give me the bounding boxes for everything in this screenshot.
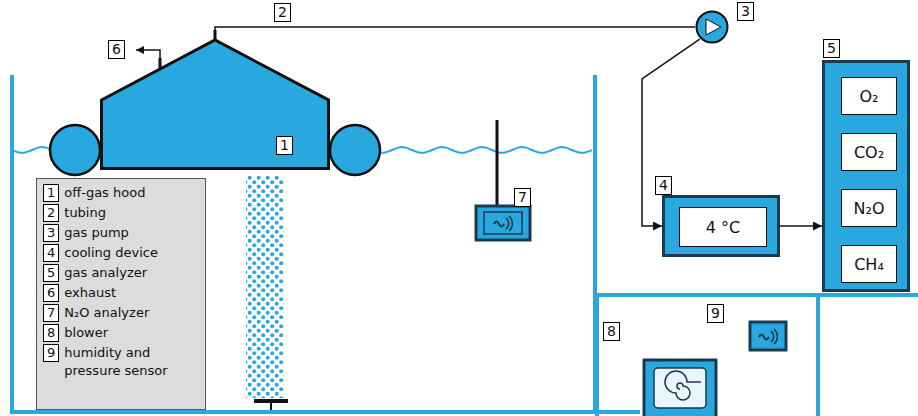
box-label: 4 °C	[706, 218, 740, 237]
gas-analyzer: 5O₂CO₂N₂OCH₄	[822, 60, 910, 292]
legend-text: N₂O analyzer	[64, 304, 149, 322]
legend-number: 5	[43, 264, 59, 282]
legend-number: 2	[43, 204, 59, 222]
legend-text: blower	[64, 324, 108, 342]
humidity-pressure-sensor	[750, 322, 786, 350]
diffuser	[270, 401, 272, 410]
legend-text: exhaust	[64, 284, 116, 302]
legend-box: 1 off-gas hood 2 tubing 3 gas pump 4 cooling de…	[36, 178, 206, 410]
n2o-analyzer-probe	[476, 206, 530, 240]
n2o-analyzer-probe	[496, 120, 499, 206]
tubing-connector	[215, 27, 695, 38]
callout-number: 9	[707, 304, 724, 323]
gas-channel-box: CO₂	[841, 133, 897, 171]
box-label: CO₂	[854, 143, 884, 162]
tank-wall	[816, 295, 820, 416]
pump-circle	[697, 12, 728, 43]
legend-number: 4	[43, 244, 59, 262]
air-bubbles	[246, 176, 284, 398]
legend-number: 8	[43, 324, 59, 342]
humidity-pressure-sensor	[750, 322, 786, 350]
cooling-device: 44 °C	[662, 195, 780, 257]
callout-number: 6	[108, 40, 125, 59]
callout-number: 4	[655, 176, 672, 195]
n2o-analyzer-probe	[494, 216, 512, 231]
legend-row: 4 cooling device	[43, 244, 199, 262]
legend-row: 3 gas pump	[43, 224, 199, 242]
box-label: N₂O	[854, 199, 885, 218]
float	[330, 125, 380, 175]
tank-wall	[597, 293, 918, 297]
legend-row: 2 tubing	[43, 204, 199, 222]
legend-number: 9	[43, 344, 59, 362]
legend-text: tubing	[64, 204, 106, 222]
legend-row: 5 gas analyzer	[43, 264, 199, 282]
humidity-pressure-sensor	[759, 329, 777, 344]
float	[50, 125, 100, 175]
legend-row: 7 N₂O analyzer	[43, 304, 199, 322]
n2o-analyzer-probe	[484, 212, 522, 234]
gas-channel-box: CH₄	[841, 245, 897, 283]
legend-text: gas pump	[64, 224, 129, 242]
blower	[665, 371, 701, 400]
gas-pump: 3	[695, 10, 729, 44]
tubing-connector	[780, 225, 822, 227]
legend-number: 1	[43, 184, 59, 202]
pump-symbol	[706, 19, 721, 35]
off-gas-hood: 1	[100, 38, 330, 170]
callout-number: 8	[603, 322, 620, 341]
legend-number: 6	[43, 284, 59, 302]
callout-number: 7	[514, 188, 531, 207]
blower	[644, 360, 716, 416]
hood-outline	[102, 40, 329, 169]
n2o-analyzer-probe	[476, 120, 530, 240]
legend-row: 6 exhaust	[43, 284, 199, 302]
callout-number: 2	[274, 3, 291, 22]
callout-number: 5	[823, 39, 840, 58]
gas-channel-box: N₂O	[841, 189, 897, 227]
legend-row: 8 blower	[43, 324, 199, 342]
legend-number: 7	[43, 304, 59, 322]
box-label: O₂	[859, 87, 878, 106]
exhaust-arrow	[136, 50, 160, 60]
box-label: CH₄	[854, 255, 884, 274]
tank-wall	[595, 295, 599, 416]
legend-text: gas analyzer	[64, 264, 147, 282]
diffuser	[254, 401, 288, 410]
legend-number: 3	[43, 224, 59, 242]
legend-text: cooling device	[64, 244, 158, 262]
legend-text: off-gas hood	[64, 184, 145, 202]
gas-channel-box: O₂	[841, 77, 897, 115]
blower	[654, 368, 706, 408]
gas-pump-shape	[695, 10, 729, 44]
blower	[644, 360, 716, 416]
legend-row: 1 off-gas hood	[43, 184, 199, 202]
off-gas-hood-shape	[100, 38, 330, 170]
legend-text: humidity and pressure sensor	[64, 344, 199, 380]
temperature-box: 4 °C	[679, 207, 767, 247]
callout-number: 1	[276, 136, 293, 155]
legend-row: 9 humidity and pressure sensor	[43, 344, 199, 380]
callout-number: 3	[737, 2, 754, 21]
